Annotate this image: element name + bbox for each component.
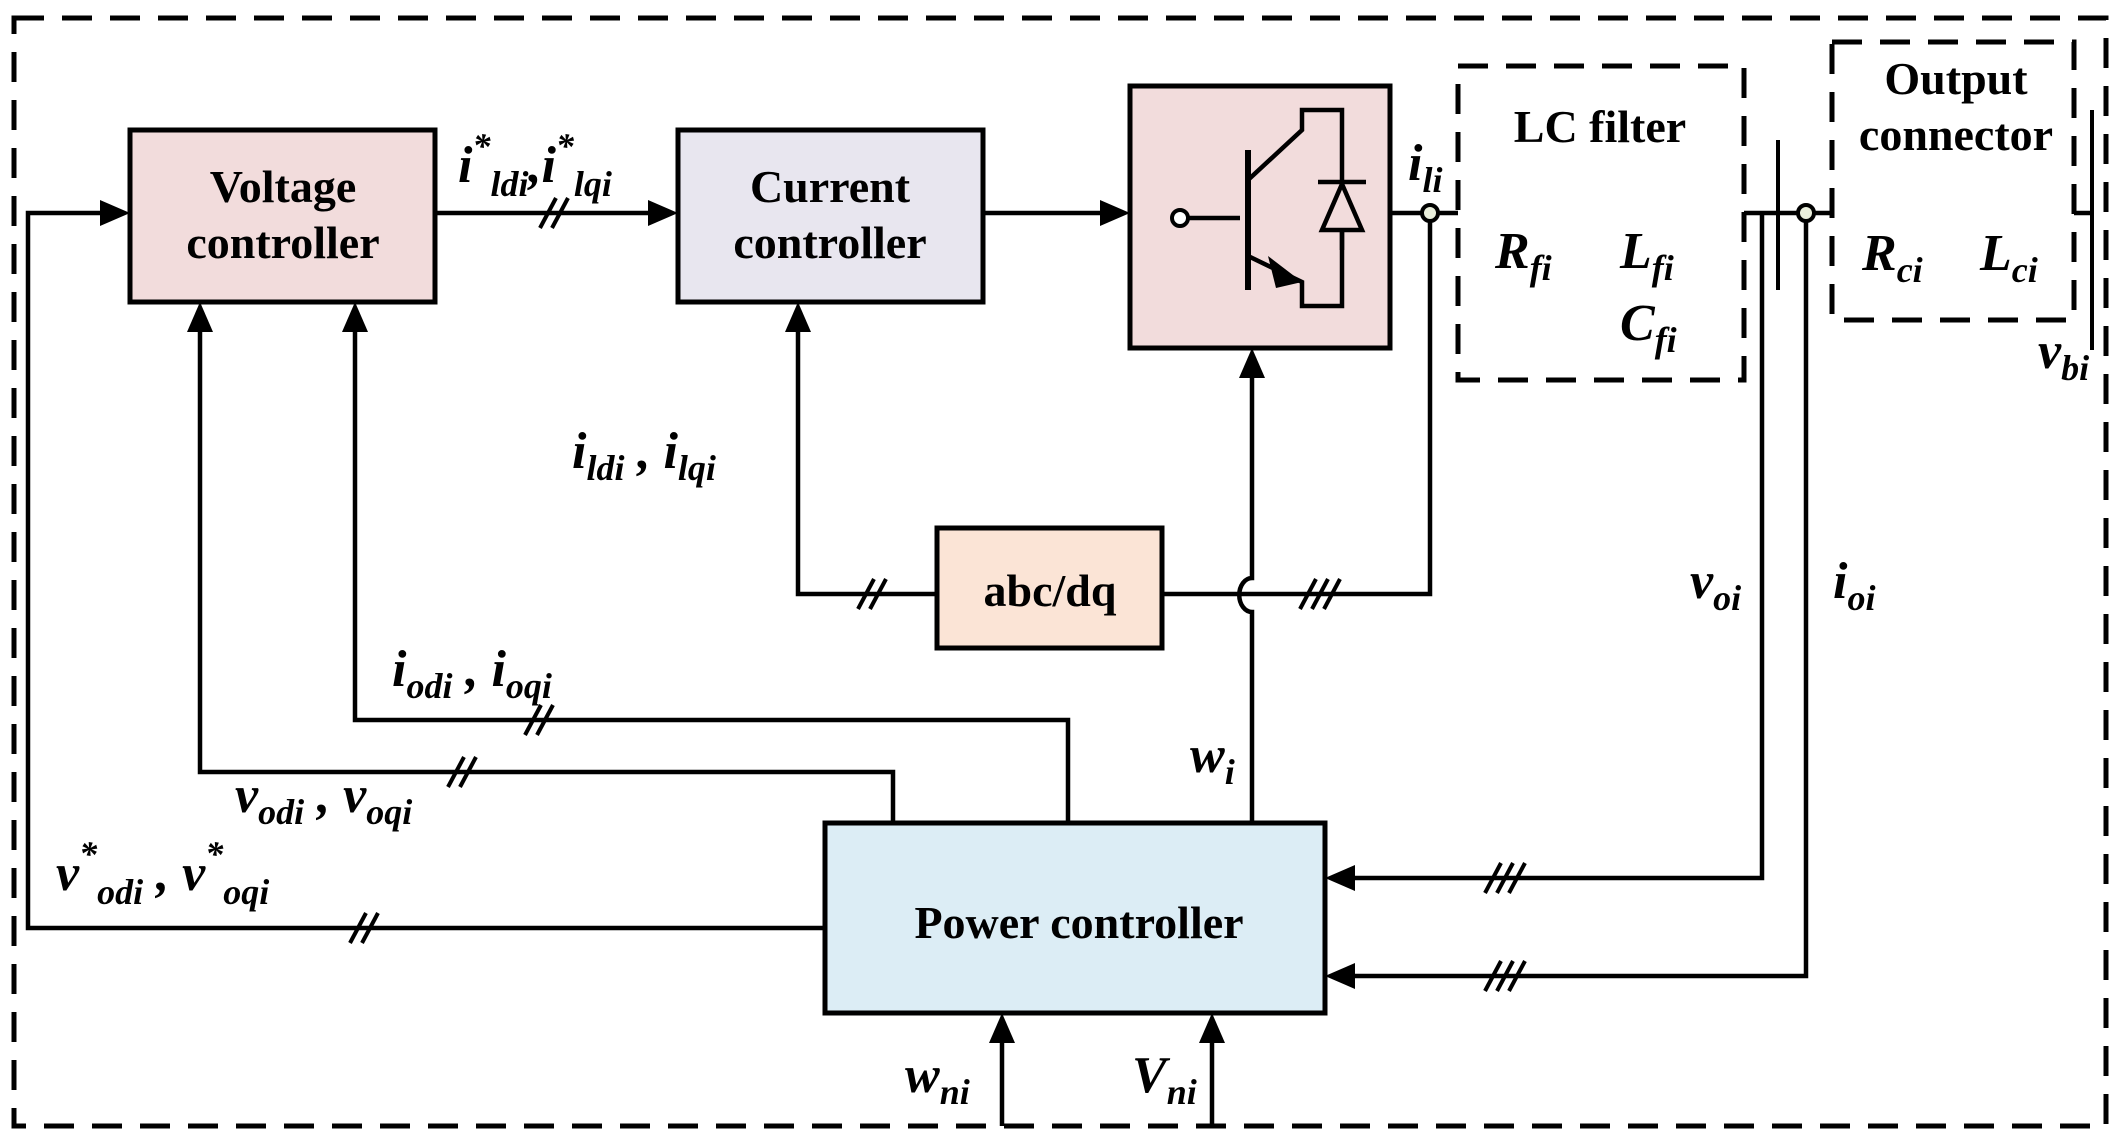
abc-dq-label: abc/dq <box>984 565 1117 616</box>
l-f-base: L <box>1619 223 1652 280</box>
v-o-dq-label: vodi , voqi <box>235 767 412 832</box>
voltage-controller-block: Voltage controller <box>127 127 438 305</box>
output-connector-label-1: Output <box>1884 53 2028 104</box>
current-controller-block: Current controller <box>675 127 986 305</box>
svg-text:controller: controller <box>733 217 926 268</box>
power-controller-label: Power controller <box>914 897 1243 948</box>
i-l-dq-label: ildi , ilqi <box>572 423 716 488</box>
r-f-base: R <box>1494 223 1530 280</box>
v-ref-label: v*odi , v*oqi <box>56 834 269 912</box>
w-label: wi <box>1190 727 1235 792</box>
i-ref-label: i*ldi,i*lqi <box>458 126 612 204</box>
system-boundary <box>11 15 2109 1129</box>
l-f-sub: fi <box>1652 248 1674 288</box>
c-f-base: C <box>1620 295 1656 352</box>
v-n-label: Vni <box>1132 1047 1197 1112</box>
lc-filter-label: LC filter <box>1514 101 1686 152</box>
voltage-controller-label-1: Voltage <box>210 161 357 212</box>
svg-text:controller: controller <box>186 217 379 268</box>
power-controller-block: Power controller <box>822 820 1328 1016</box>
svg-text:Voltage: Voltage <box>210 161 357 212</box>
v-b-label: vbi <box>2038 323 2089 388</box>
svg-text:Output: Output <box>1884 53 2028 104</box>
v-o-label: voi <box>1690 553 1741 618</box>
inverter-block <box>1127 83 1393 351</box>
output-connector-block: Output connector Rci Lci <box>1829 39 2077 323</box>
abc-dq-block: abc/dq <box>934 525 1165 651</box>
i-o-label: ioi <box>1833 553 1875 618</box>
l-c-sub: ci <box>2012 250 2038 290</box>
w-n-label: wni <box>905 1047 970 1112</box>
lc-filter-block: LC filter Rfi Lfi Cfi <box>1455 63 1747 383</box>
c-f-sub: fi <box>1655 320 1677 360</box>
current-controller-label-2: controller <box>733 217 926 268</box>
svg-text:connector: connector <box>1859 109 2053 160</box>
svg-text:Lci: Lci <box>1979 225 2038 290</box>
svg-text:Rfi: Rfi <box>1494 223 1552 288</box>
current-controller-label-1: Current <box>750 161 911 212</box>
igbt-with-antiparallel-diode-icon <box>1170 107 1366 309</box>
output-connector-label-2: connector <box>1859 109 2053 160</box>
signal-wires <box>25 110 2094 1126</box>
r-c-sub: ci <box>1897 250 1923 290</box>
svg-text:Cfi: Cfi <box>1620 295 1677 360</box>
svg-text:Current: Current <box>750 161 911 212</box>
l-c-base: L <box>1979 225 2012 282</box>
r-f-sub: fi <box>1530 248 1552 288</box>
i-l-label: ili <box>1408 135 1442 200</box>
voltage-controller-label-2: controller <box>186 217 379 268</box>
r-c-base: R <box>1861 225 1897 282</box>
svg-text:Lfi: Lfi <box>1619 223 1674 288</box>
i-o-dq-label: iodi , ioqi <box>392 641 552 706</box>
svg-text:Rci: Rci <box>1861 225 1923 290</box>
